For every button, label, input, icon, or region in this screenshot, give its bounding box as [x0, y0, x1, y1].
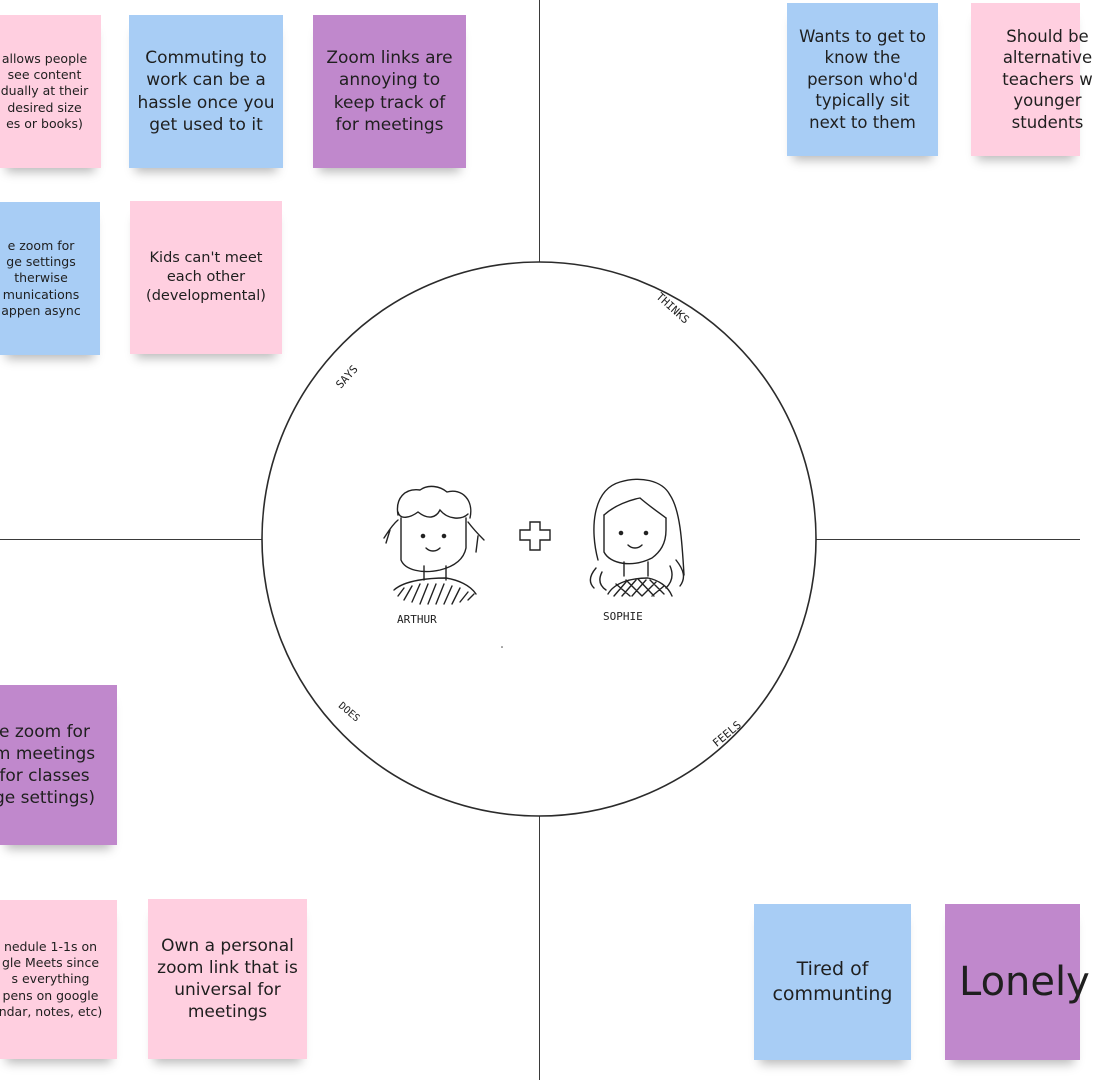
arthur-name: ARTHUR — [397, 613, 437, 626]
sticky-says-4[interactable]: e zoom for ge settings therwise municati… — [0, 202, 100, 355]
sophie-name: SOPHIE — [603, 610, 643, 623]
divider-horizontal-right — [815, 539, 1080, 540]
sticky-says-1[interactable]: allows people see content dually at thei… — [0, 15, 101, 168]
sticky-thinks-1[interactable]: Wants to get to know the person who'd ty… — [787, 3, 938, 156]
divider-horizontal-left — [0, 539, 263, 540]
sticky-feels-1[interactable]: Tired of communting — [754, 904, 911, 1060]
stray-dot — [501, 646, 503, 648]
sticky-feels-2[interactable]: Lonely — [945, 904, 1090, 1060]
divider-vertical-top — [539, 0, 540, 263]
sticky-does-2[interactable]: nedule 1-1s on gle Meets since s everyth… — [0, 900, 117, 1059]
sticky-thinks-2[interactable]: Should be alternative teachers w younger… — [971, 3, 1093, 156]
sticky-says-2[interactable]: Commuting to work can be a hassle once y… — [129, 15, 283, 168]
persona-circle — [261, 261, 817, 817]
plus-icon — [519, 521, 551, 551]
sticky-says-5[interactable]: Kids can't meet each other (developmenta… — [130, 201, 282, 354]
sticky-does-1[interactable]: e zoom for m meetings for classes ge set… — [0, 685, 117, 845]
arthur-avatar — [383, 485, 485, 605]
divider-vertical-bottom — [539, 815, 540, 1080]
sticky-does-3[interactable]: Own a personal zoom link that is univers… — [148, 899, 307, 1059]
sticky-says-3[interactable]: Zoom links are annoying to keep track of… — [313, 15, 466, 168]
sophie-avatar — [589, 478, 685, 597]
